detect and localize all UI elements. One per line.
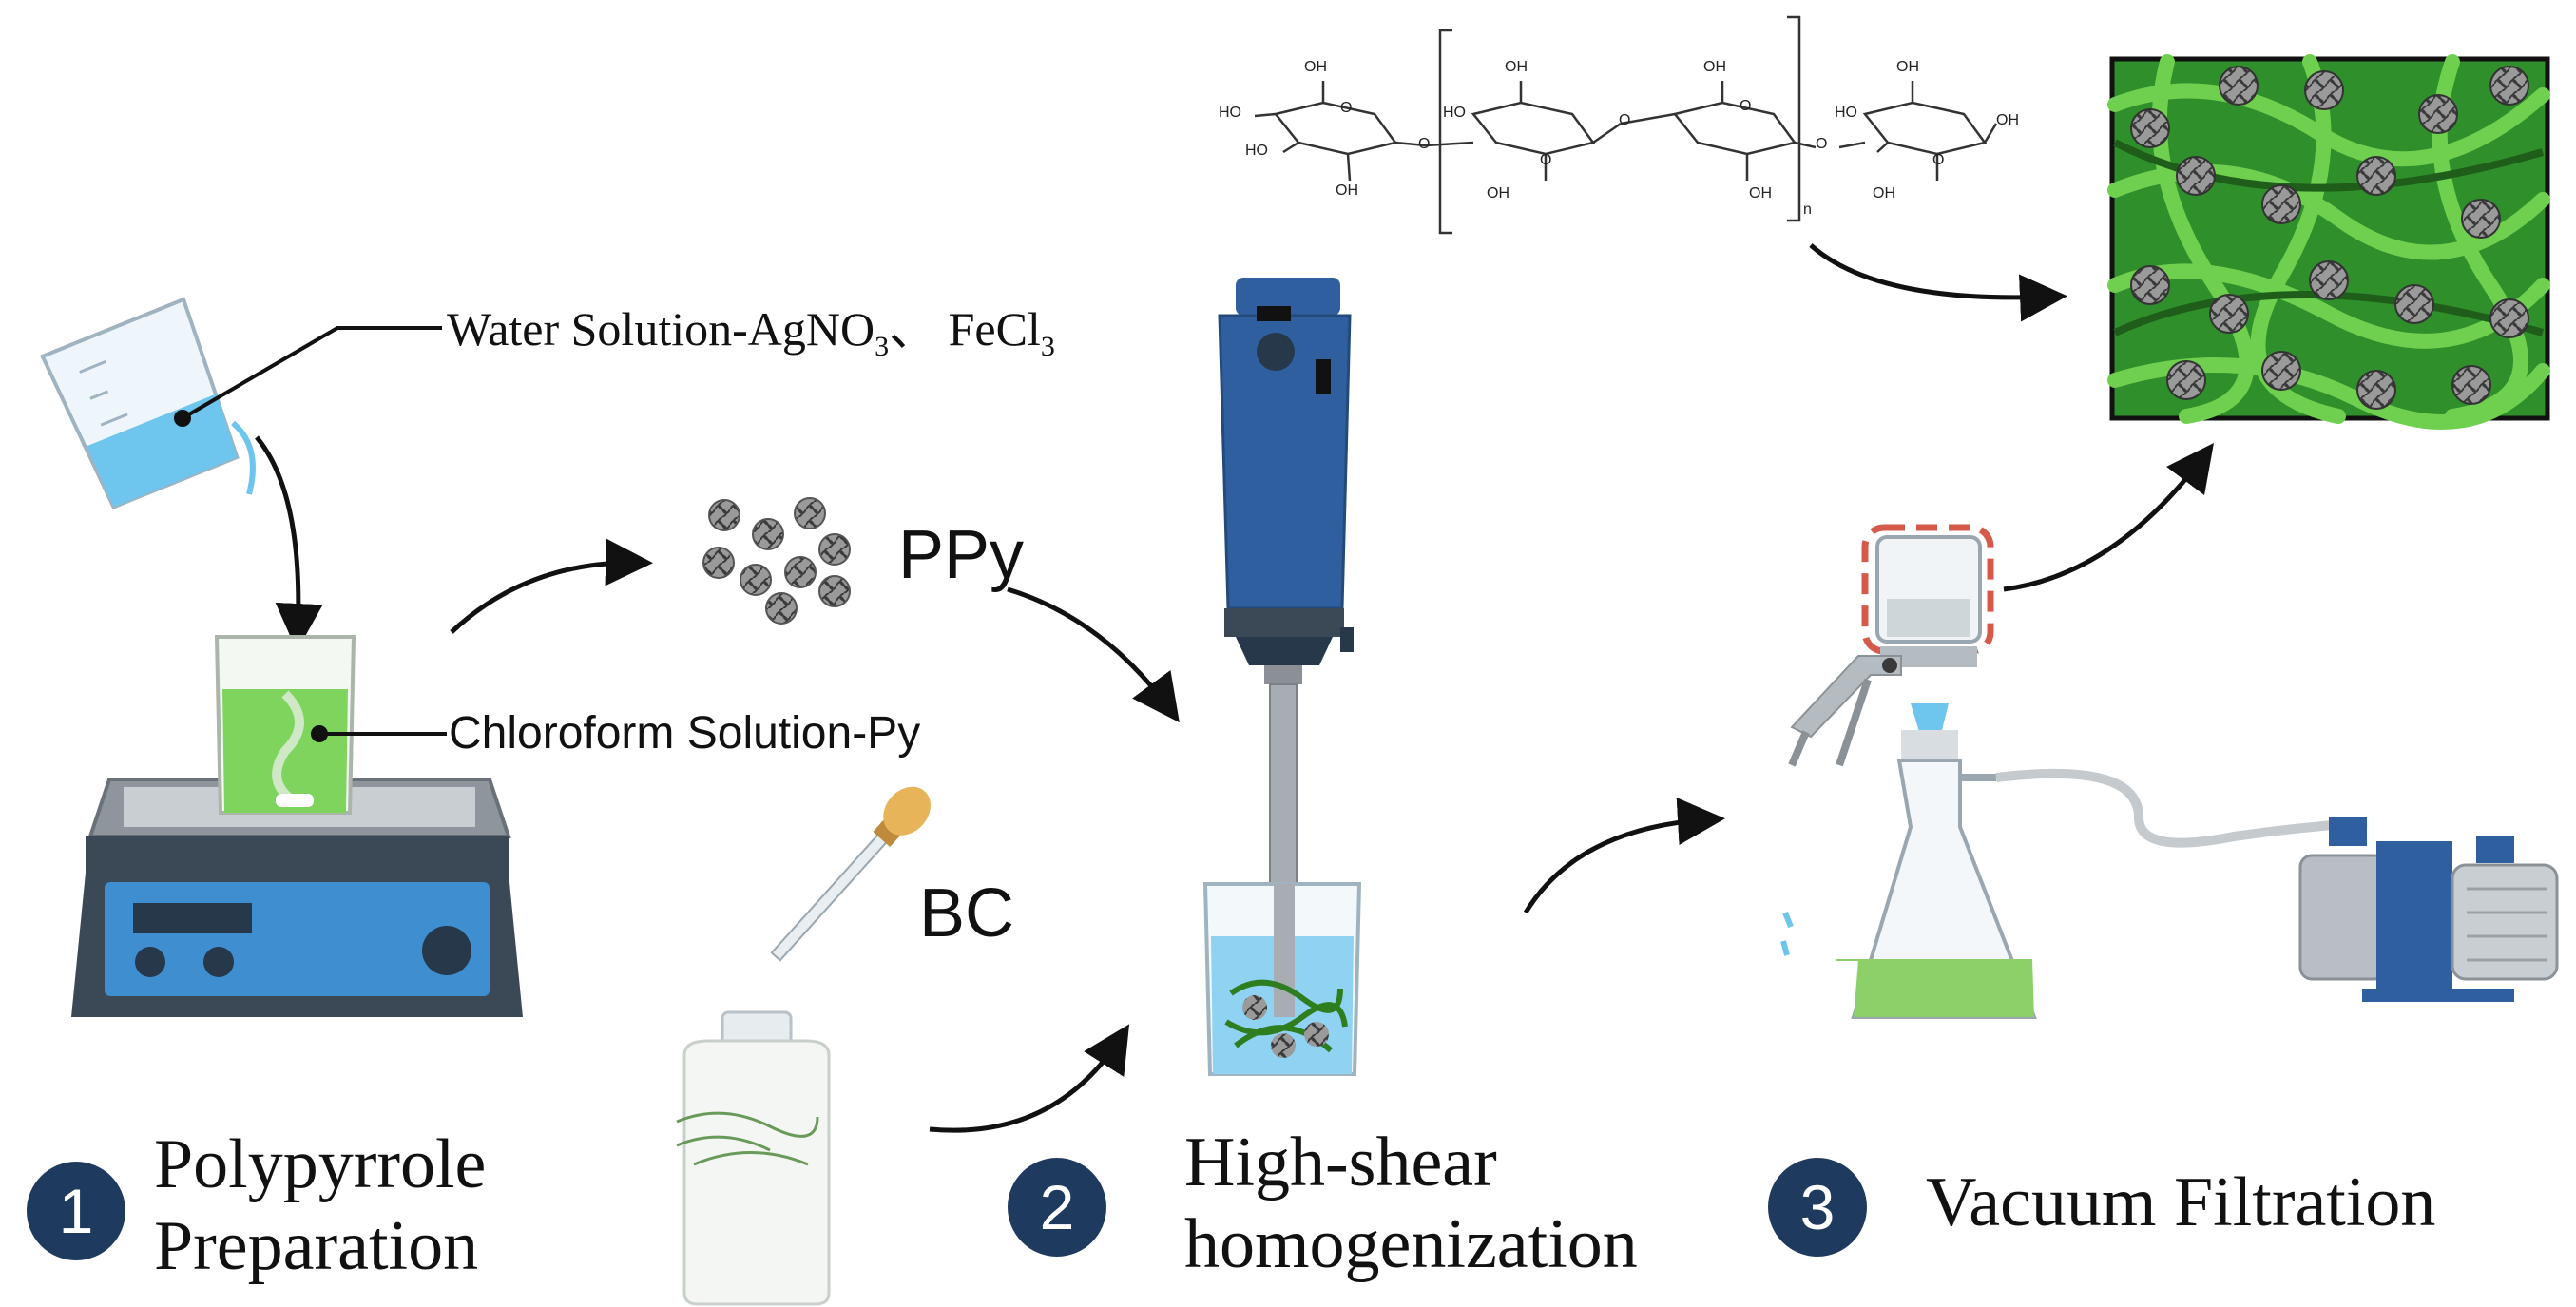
step-3-label: Vacuum Filtration — [1926, 1163, 2436, 1241]
chem-label: O — [1932, 152, 1945, 168]
chem-label: OH — [1703, 59, 1726, 75]
chem-label: OH — [1304, 59, 1327, 75]
chem-label: O — [1740, 98, 1752, 114]
dropper-icon — [770, 786, 931, 962]
chem-label: HO — [1443, 105, 1466, 121]
chem-label: OH — [1505, 59, 1528, 75]
chem-label: HO — [1835, 105, 1857, 121]
chem-label: HO — [1219, 105, 1241, 121]
cellulose-structure-icon — [1254, 15, 1998, 235]
ppy-label: PPy — [898, 517, 1025, 593]
chem-label: OH — [1336, 183, 1358, 199]
chloroform-solution-label: Chloroform Solution-Py — [449, 708, 921, 759]
pouring-beaker-icon — [39, 297, 240, 509]
step-1-badge: 1 — [27, 1162, 125, 1260]
chem-label: OH — [1996, 112, 2019, 128]
chem-label: OH — [1896, 59, 1919, 75]
chem-label: O — [1816, 136, 1828, 152]
hotplate-stirrer-icon — [71, 635, 523, 1017]
chem-label: OH — [1749, 185, 1772, 202]
chem-label: OH — [1487, 185, 1509, 202]
step-2-badge: 2 — [1008, 1158, 1106, 1257]
chem-label: O — [1340, 100, 1353, 116]
chem-label: n — [1803, 202, 1812, 218]
bc-label: BC — [919, 875, 1015, 951]
step-3-badge: 3 — [1768, 1158, 1867, 1257]
filtration-flask-icon — [1780, 524, 2368, 1019]
chem-label: O — [1418, 136, 1431, 152]
homogenizer-icon — [1202, 278, 1362, 1076]
vacuum-pump-icon — [2298, 817, 2559, 1002]
chem-label: O — [1619, 112, 1631, 128]
water-solution-label: Water Solution-AgNO3、 FeCl3 — [447, 302, 1055, 362]
chem-label: HO — [1245, 143, 1268, 159]
bc-bottle-icon — [676, 1010, 831, 1306]
chem-label: OH — [1873, 185, 1895, 202]
ppy-particles-icon — [702, 497, 851, 625]
chem-label: O — [1540, 152, 1552, 168]
composite-film-icon — [2107, 54, 2550, 430]
